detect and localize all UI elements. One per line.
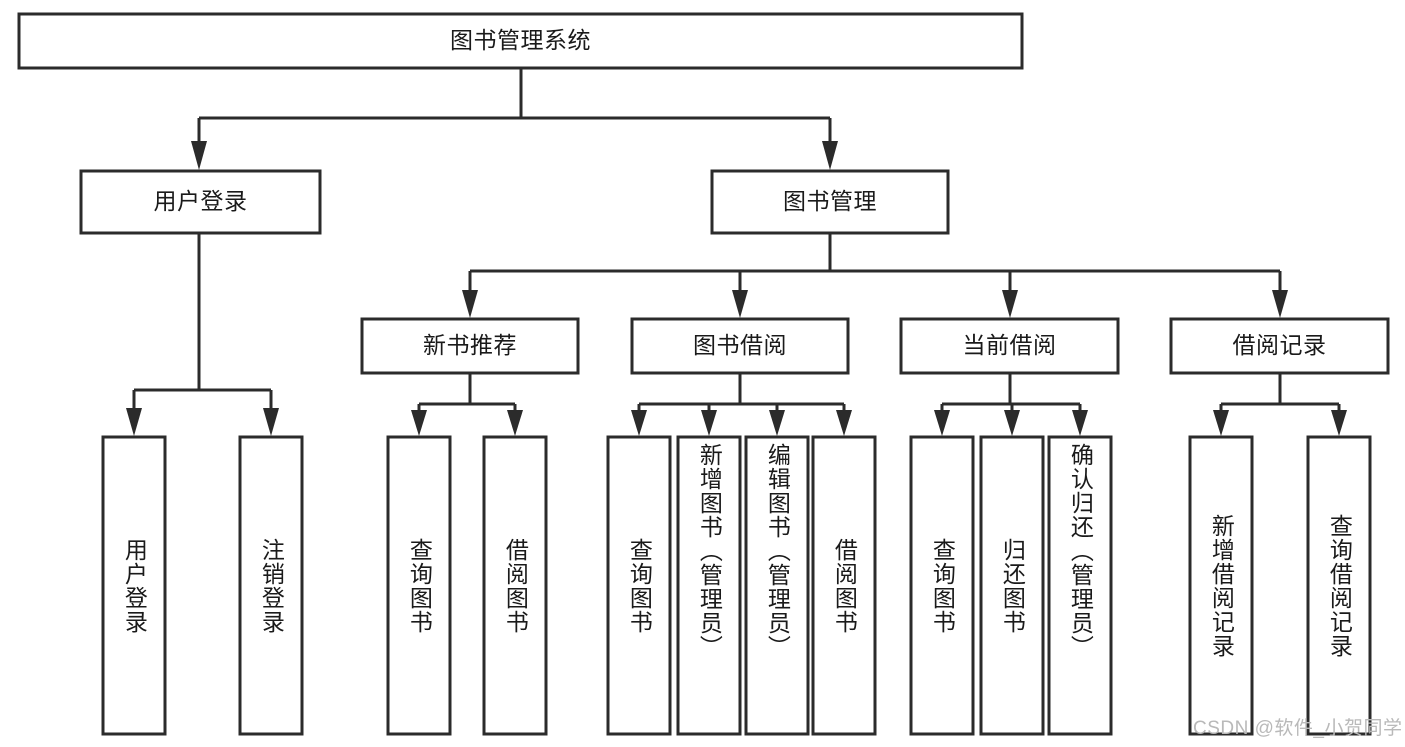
connector-user-login-to-leaves xyxy=(126,233,279,436)
node-box-new-book-rec[interactable] xyxy=(360,317,580,375)
connector-book-manage-to-level3 xyxy=(462,233,1288,318)
node-box-book-manage[interactable] xyxy=(710,169,950,235)
node-box-leaf-add-book[interactable] xyxy=(676,435,742,736)
node-box-book-borrow[interactable] xyxy=(630,317,850,375)
node-box-leaf-query-book-2[interactable] xyxy=(606,435,672,736)
node-box-leaf-add-record[interactable] xyxy=(1188,435,1254,736)
node-box-current-borrow[interactable] xyxy=(899,317,1120,375)
node-box-root[interactable] xyxy=(17,12,1024,70)
node-box-user-login[interactable] xyxy=(79,169,322,235)
node-box-leaf-confirm-return[interactable] xyxy=(1047,435,1113,736)
connector-borrow-record-to-leaves xyxy=(1213,373,1347,436)
connector-book-borrow-to-leaves xyxy=(631,373,852,436)
node-box-leaf-edit-book[interactable] xyxy=(744,435,810,736)
node-box-leaf-query-book-3[interactable] xyxy=(909,435,975,736)
node-box-leaf-borrow-book-2[interactable] xyxy=(811,435,877,736)
connector-current-borrow-to-leaves xyxy=(934,373,1088,436)
node-box-borrow-record[interactable] xyxy=(1169,317,1390,375)
node-box-leaf-user-logout[interactable] xyxy=(238,435,304,736)
connector-root-to-level2 xyxy=(191,68,838,170)
node-box-leaf-query-record[interactable] xyxy=(1306,435,1372,736)
node-box-leaf-return-book[interactable] xyxy=(979,435,1045,736)
node-box-leaf-borrow-book-1[interactable] xyxy=(482,435,548,736)
node-box-leaf-query-book-1[interactable] xyxy=(386,435,452,736)
node-box-leaf-user-login[interactable] xyxy=(101,435,167,736)
connector-new-book-rec-to-leaves xyxy=(411,373,523,436)
